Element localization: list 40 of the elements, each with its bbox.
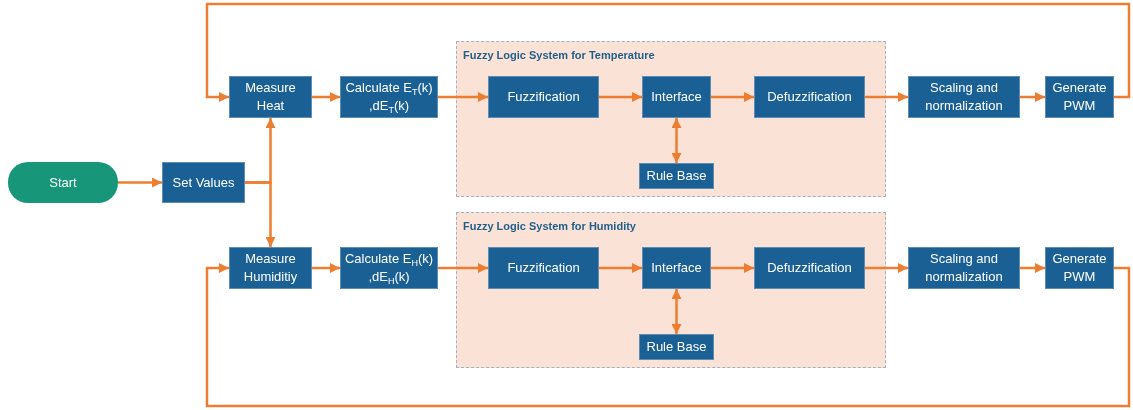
group-title: Fuzzy Logic System for Temperature [463, 48, 655, 63]
arrow [865, 263, 908, 273]
process-box: Interface [642, 247, 711, 289]
process-box: Fuzzification [488, 247, 599, 289]
process-box: Rule Base [639, 334, 714, 360]
group-panel [456, 212, 886, 368]
arrow [312, 92, 340, 102]
arrow [438, 263, 488, 273]
arrow [671, 289, 682, 334]
arrow [205, 2, 1131, 102]
process-box: Calculate E$_{T}$(k) ,dE$_{T}$(k) [340, 76, 438, 118]
arrow [1020, 263, 1045, 273]
arrow [438, 92, 488, 102]
process-box: Rule Base [639, 163, 714, 189]
process-box: Defuzzification [754, 76, 865, 118]
arrow [599, 92, 642, 102]
process-box: Fuzzification [488, 76, 599, 118]
process-box: Defuzzification [754, 247, 865, 289]
arrow [865, 92, 908, 102]
arrow [205, 263, 1131, 408]
arrow [711, 92, 754, 102]
process-box: Scaling and normalization [908, 247, 1020, 289]
arrow [118, 177, 162, 188]
group-panel [456, 41, 886, 197]
arrow [1020, 92, 1045, 102]
process-box: Measure Humiditiy [229, 247, 312, 289]
arrow [671, 118, 682, 163]
arrow [312, 263, 340, 273]
process-box: Interface [642, 76, 711, 118]
arrow [599, 263, 642, 273]
arrow [245, 181, 276, 247]
process-box: Generate PWM [1045, 76, 1114, 118]
group-title: Fuzzy Logic System for Humidity [463, 219, 636, 234]
process-box: Generate PWM [1045, 247, 1114, 289]
process-box: Calculate E$_{H}$(k) ,dE$_{H}$(k) [340, 247, 438, 289]
process-box: Scaling and normalization [908, 76, 1020, 118]
process-box: Set Values [162, 162, 245, 203]
process-box: Measure Heat [229, 76, 312, 118]
arrow [711, 263, 754, 273]
start-terminal: Start [8, 162, 118, 203]
